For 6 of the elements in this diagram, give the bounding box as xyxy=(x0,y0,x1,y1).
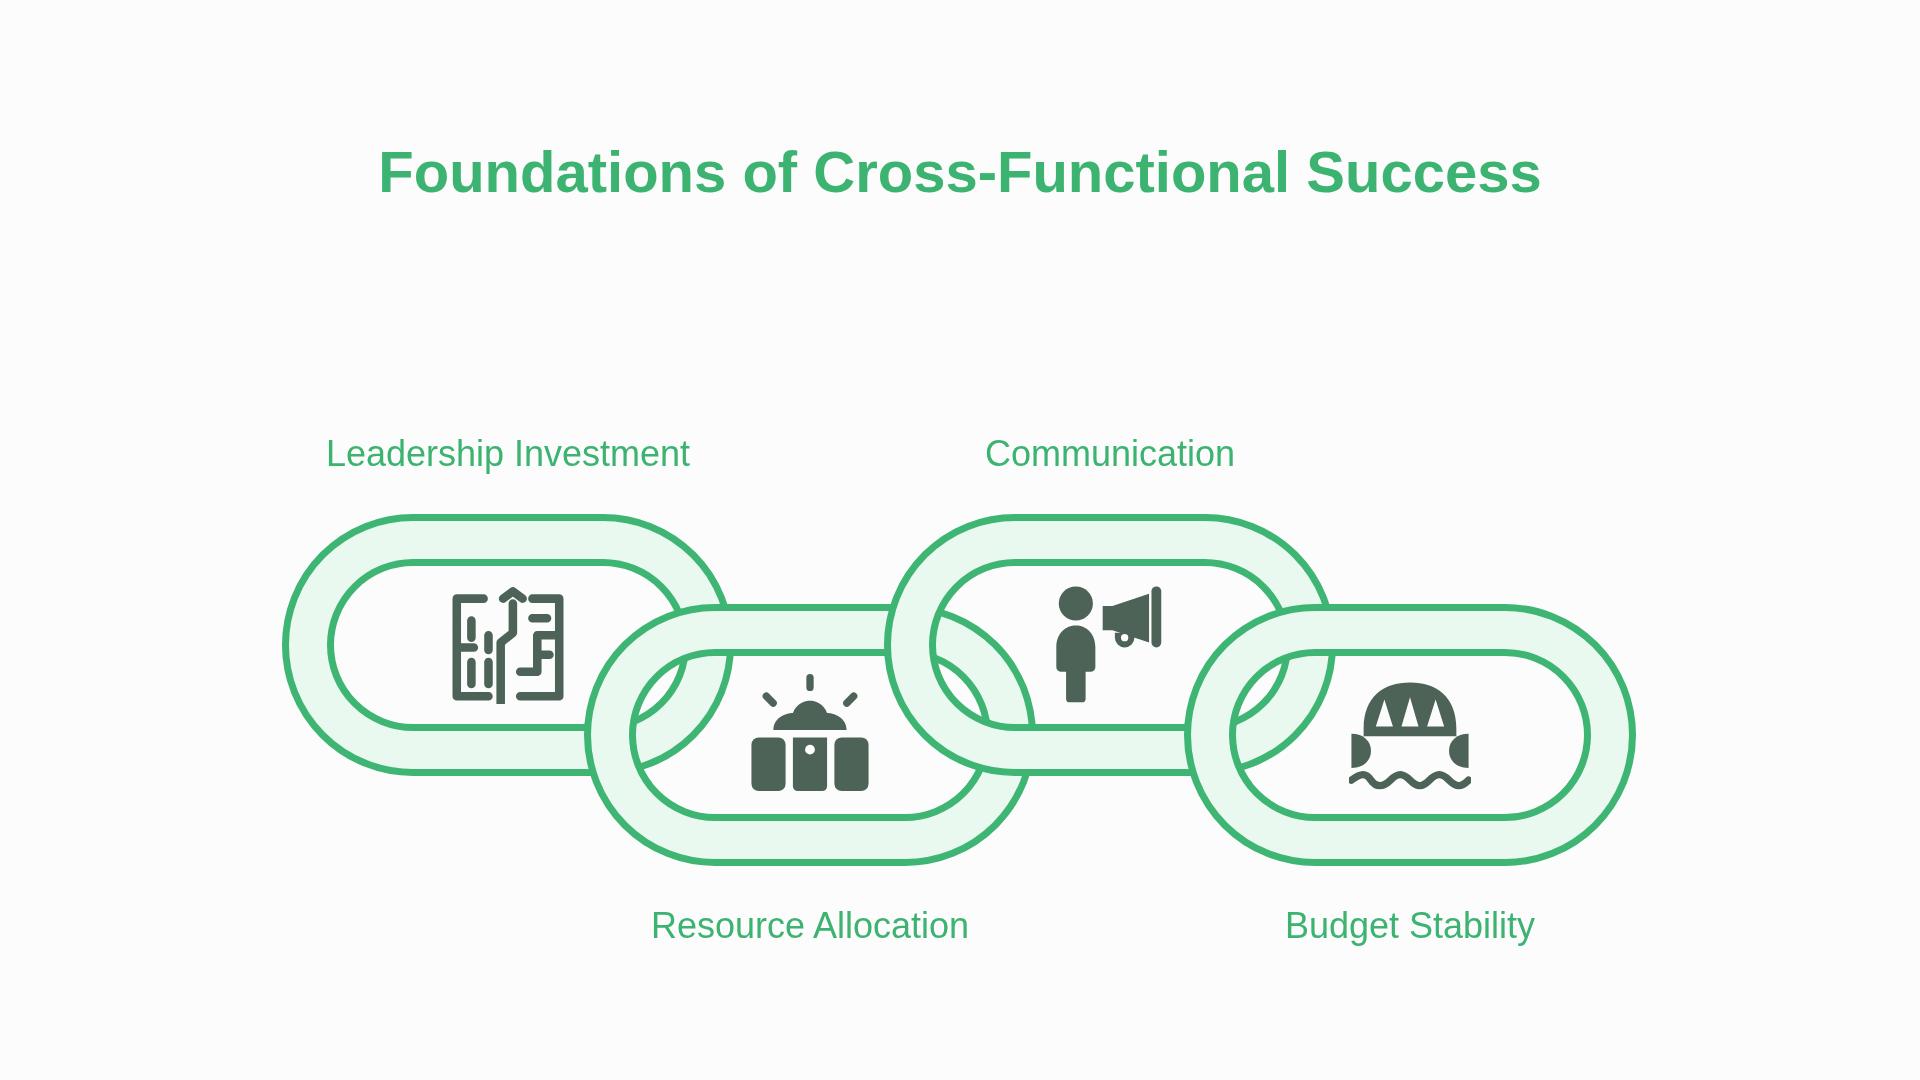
link-label: Resource Allocation xyxy=(650,904,970,946)
link-label: Budget Stability xyxy=(1284,904,1536,946)
link-label: Communication xyxy=(984,434,1236,476)
link-label: Leadership Investment xyxy=(325,434,691,476)
chain-link-node xyxy=(1184,604,1636,946)
title: Foundations of Cross-Functional Success xyxy=(378,138,1542,206)
